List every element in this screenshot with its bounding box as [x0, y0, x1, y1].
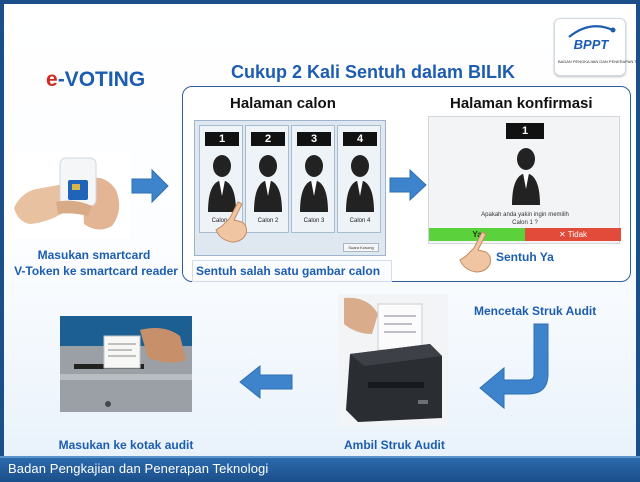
- candidate-card-2[interactable]: 2 Calon 2: [245, 125, 289, 233]
- candidate-caption: Sentuh salah satu gambar calon: [196, 264, 381, 278]
- no-button[interactable]: ✕ Tidak: [525, 228, 621, 241]
- candidate-caption-box: [192, 260, 392, 282]
- audit-box-photo: [60, 316, 192, 412]
- blank-vote-button[interactable]: Suara Kosong: [343, 243, 379, 252]
- evoting-rest: -VOTING: [57, 68, 146, 91]
- question-line2: Calon 1 ?: [512, 220, 538, 226]
- evoting-e: e: [46, 68, 58, 91]
- candidate-label: Calon 4: [349, 218, 371, 224]
- candidate-label: Calon 3: [303, 218, 325, 224]
- candidate-page-title: Halaman calon: [230, 95, 336, 112]
- person-silhouette-icon: [254, 155, 282, 212]
- candidate-card-4[interactable]: 4 Calon 4: [337, 125, 381, 233]
- print-label: Mencetak Struk Audit: [474, 304, 597, 318]
- footer-bar: Badan Pengkajian dan Penerapan Teknologi: [0, 456, 640, 482]
- pointing-hand-icon: [459, 231, 491, 273]
- arrow-left-icon: [239, 364, 293, 400]
- question-line1: Apakah anda yakin ingin memilih: [481, 212, 569, 218]
- candidate-number: 3: [297, 132, 331, 146]
- logo-subtitle: BADAN PENGKAJIAN DAN PENERAPAN TEKNOLOGI: [558, 59, 636, 64]
- candidate-number: 1: [205, 132, 239, 146]
- confirmation-question: Apakah anda yakin ingin memilih Calon 1 …: [449, 211, 601, 227]
- person-silhouette-icon: [512, 148, 540, 205]
- pointing-hand-icon: [215, 201, 247, 243]
- footer-text: Badan Pengkajian dan Penerapan Teknologi: [8, 461, 269, 476]
- person-silhouette-icon: [300, 155, 328, 212]
- yes-button[interactable]: Ya: [429, 228, 525, 241]
- logo-name: BPPT: [573, 37, 609, 52]
- printer-photo: [338, 294, 448, 426]
- smartcard-photo: [12, 150, 130, 238]
- arrow-right-icon: [389, 168, 427, 202]
- confirmation-screen: 1 Apakah anda yakin ingin memilih Calon …: [428, 116, 621, 244]
- confirmation-page-title: Halaman konfirmasi: [450, 95, 593, 112]
- bppt-logo: BPPT BADAN PENGKAJIAN DAN PENERAPAN TEKN…: [554, 18, 636, 76]
- candidate-label: Calon 1: [211, 218, 233, 224]
- slide: BPPT BADAN PENGKAJIAN DAN PENERAPAN TEKN…: [4, 4, 636, 456]
- box-label: Masukan ke kotak audit: [58, 438, 194, 452]
- logo-swoosh-icon: [568, 25, 616, 38]
- step1-line2: V-Token ke smartcard reader: [14, 264, 178, 278]
- candidate-label: Calon 2: [257, 218, 279, 224]
- confirmation-caption: Sentuh Ya: [496, 250, 554, 264]
- arrow-right-icon: [131, 168, 169, 204]
- take-label: Ambil Struk Audit: [344, 438, 445, 452]
- step1-line1: Masukan smartcard: [37, 248, 151, 262]
- evoting-title: e-VOTING: [46, 68, 145, 92]
- main-title: Cukup 2 Kali Sentuh dalam BILIK: [230, 62, 516, 82]
- candidate-card-3[interactable]: 3 Calon 3: [291, 125, 335, 233]
- person-silhouette-icon: [208, 155, 236, 212]
- candidate-number: 2: [251, 132, 285, 146]
- curved-arrow-icon: [479, 323, 549, 410]
- selected-number: 1: [506, 123, 544, 139]
- person-silhouette-icon: [346, 155, 374, 212]
- candidate-number: 4: [343, 132, 377, 146]
